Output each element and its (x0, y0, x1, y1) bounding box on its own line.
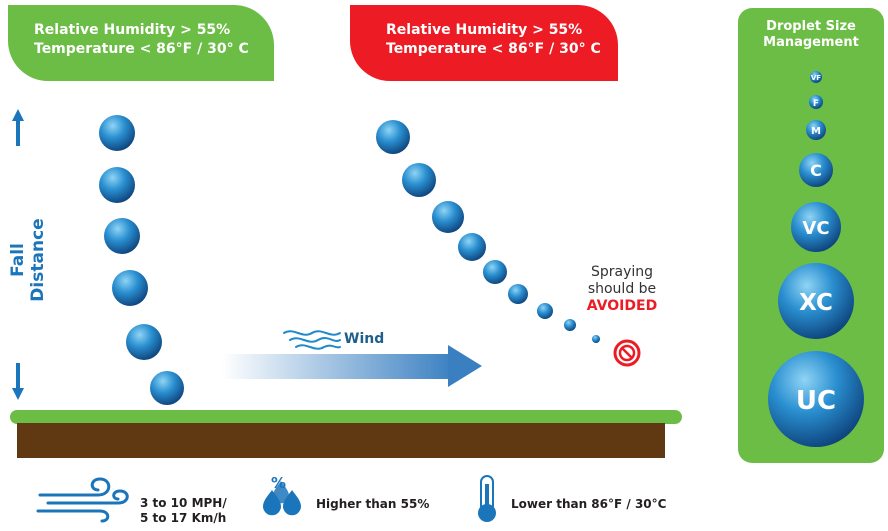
left-humidity-text: Relative Humidity > 55% (34, 22, 231, 38)
down-arrow-icon (12, 363, 24, 400)
droplet-title-line-2: Management (763, 35, 859, 50)
humidity-icon (262, 481, 302, 516)
right-temperature-text: Temperature < 86°F / 30° C (386, 41, 601, 57)
droplet-label-uc: UC (796, 386, 836, 416)
droplet-label-vf: VF (811, 74, 821, 82)
droplet-label-c: C (810, 161, 822, 180)
droplet-xc (778, 263, 854, 339)
wind-label: Wind (344, 331, 385, 347)
wind-icon (283, 330, 341, 350)
thermometer-icon (478, 475, 496, 522)
droplet-panel-title: Droplet Size Management (738, 19, 884, 51)
drifting-droplets (376, 120, 600, 343)
falling-droplets-column (99, 115, 184, 405)
ground (10, 410, 682, 458)
droplet-size-panel: Droplet Size Management VF F M C VC XC U… (738, 8, 884, 463)
right-conditions-banner: Relative Humidity > 55% Temperature < 86… (350, 5, 618, 81)
droplet-uc (768, 351, 864, 447)
up-arrow-icon (12, 109, 24, 146)
droplet-c (799, 153, 833, 187)
droplet-label-xc: XC (799, 290, 833, 316)
droplet-label-vc: VC (802, 218, 829, 239)
spraying-warning: Spraying should be AVOIDED (574, 264, 670, 315)
fall-distance-label: Fall Distance (8, 218, 48, 302)
droplet-label-m: M (811, 126, 821, 137)
warning-line-2: should be (587, 281, 657, 297)
left-temperature-text: Temperature < 86°F / 30° C (34, 41, 249, 57)
warning-avoided: AVOIDED (586, 298, 658, 314)
wind-speed-legend: 3 to 10 MPH/ 5 to 17 Km/h (140, 496, 227, 526)
no-spray-icon (613, 339, 641, 367)
droplet-f (809, 95, 823, 109)
droplet-vc (791, 202, 841, 252)
droplet-vf (810, 71, 822, 83)
droplet-m (806, 120, 826, 140)
wind-speed-icon (36, 477, 129, 523)
percent-symbol: % (271, 474, 287, 492)
wind-speed-line-2: 5 to 17 Km/h (140, 511, 227, 525)
temperature-legend: Lower than 86°F / 30°C (511, 497, 667, 511)
humidity-legend: Higher than 55% (316, 497, 430, 511)
wind-speed-line-1: 3 to 10 MPH/ (140, 496, 227, 510)
droplet-label-f: F (813, 99, 819, 109)
warning-line-1: Spraying (590, 264, 654, 280)
right-humidity-text: Relative Humidity > 55% (386, 22, 583, 38)
left-conditions-banner: Relative Humidity > 55% Temperature < 86… (8, 5, 274, 81)
droplet-size-scale: VF F M C VC XC UC (768, 71, 864, 447)
wind-arrow (222, 345, 482, 387)
droplet-title-line-1: Droplet Size (766, 19, 856, 34)
